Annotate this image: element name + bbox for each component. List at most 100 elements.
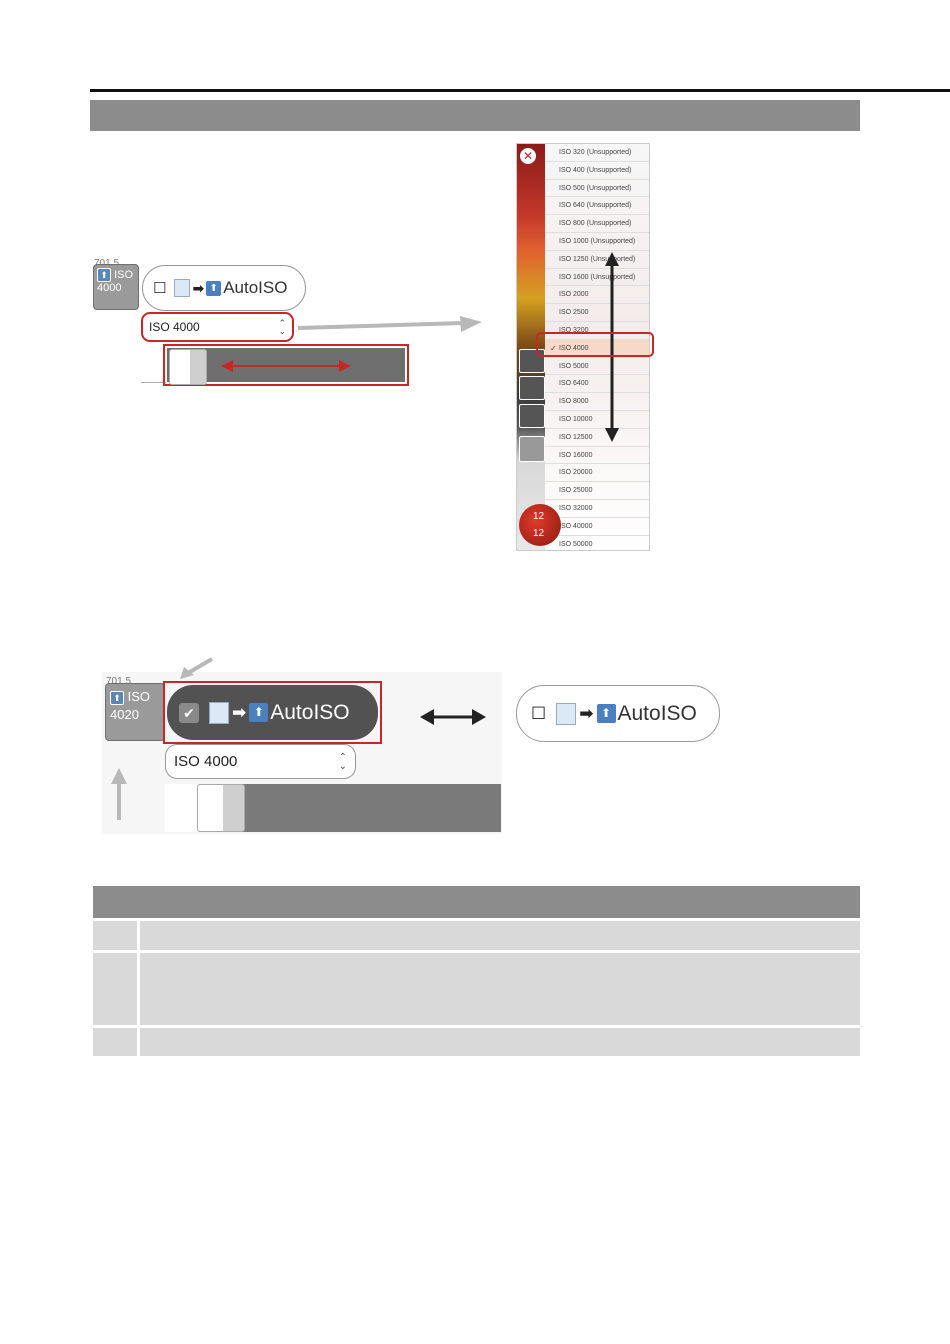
iso-select-value: ISO 4000 [174,753,238,770]
dropdown-option-label: ISO 2000 [559,291,589,299]
auto-iso-label: AutoISO [223,278,288,297]
table-cell [140,953,860,1025]
dropdown-option-label: ISO 6400 [559,380,589,388]
dropdown-option[interactable]: ISO 10000 [545,411,649,429]
pointer-arrow-gray [180,657,214,679]
double-arrow-red [221,360,351,372]
dropdown-option-label: ISO 50000 [559,540,593,548]
iso-tile-label: ISO [127,689,151,704]
slider-knob[interactable] [169,349,207,385]
dropdown-option-label: ISO 800 (Unsupported) [559,220,632,228]
dropdown-option-label: ISO 1000 (Unsupported) [559,238,636,245]
dropdown-option-label: ISO 3200 [559,327,589,334]
close-icon[interactable]: ✕ [520,148,536,164]
dropdown-option-label: ISO 16000 [559,451,593,459]
auto-iso-toggle-on[interactable]: ✔ ➡ ⬆ AutoISO [167,685,378,740]
dropdown-option-label: ISO 1250 (Unsupported) [559,255,636,263]
tile-small-text: 701 5 [94,258,119,269]
double-arrow-vertical [605,252,619,442]
shutter-button[interactable]: 12 12 [519,504,561,546]
dropdown-option[interactable]: ISO 16000 [545,447,649,465]
dropdown-option[interactable]: ISO 400 (Unsupported) [545,162,649,180]
auto-up-icon: ⬆ [596,704,616,723]
tile-small-text: 701 5 [106,676,132,687]
dropdown-option[interactable]: ISO 2000 [545,286,649,305]
dropdown-option[interactable]: ISO 12500 [545,429,649,447]
dropdown-option[interactable]: ISO 6400 [545,375,649,394]
auto-up-icon: ⬆ [206,280,222,296]
dropdown-option[interactable]: ISO 5000 [545,358,649,376]
auto-iso-toggle[interactable]: ☐ ➡ ⬆ AutoISO [142,265,306,311]
dropdown-option-label: ISO 40000 [559,522,593,530]
chevron-updown-icon: ⌃⌄ [278,318,286,336]
iso-dropdown-list: ISO 320 (Unsupported) ISO 400 (Unsupporte… [545,144,649,550]
dropdown-option-label: ISO 8000 [559,398,589,406]
dropdown-option[interactable]: ISO 800 (Unsupported) [545,215,649,233]
double-arrow-black [420,709,486,725]
iso-tile[interactable]: ⬆ ISO 4000 [93,264,139,310]
iso-tile-label: ISO [114,268,134,281]
dropdown-option[interactable]: ISO 640 (Unsupported) [545,197,649,216]
table-cell [93,921,137,950]
dropdown-option[interactable]: ISO 1000 (Unsupported) [545,233,649,251]
dropdown-option-label: ISO 4000 [559,344,589,352]
arrow-right-icon: ➡ [579,703,594,723]
dropdown-option[interactable]: ✓ISO 4000 [545,339,649,358]
table-cell [140,921,860,950]
exposure-slider[interactable] [165,784,501,832]
section-header-bar [90,100,860,131]
table-header [93,886,860,918]
dropdown-option[interactable]: ISO 320 (Unsupported) [545,144,649,162]
table-cell [93,953,137,1025]
iso-up-icon: ⬆ [97,268,111,282]
table-cell [140,1028,860,1056]
iso-tile[interactable]: ⬆ ISO 4020 [105,683,165,741]
dropdown-option[interactable]: ISO 40000 [545,518,649,536]
dropdown-option[interactable]: ISO 25000 [545,482,649,500]
slider-track [167,348,405,385]
dropdown-option[interactable]: ISO 20000 [545,464,649,483]
dropdown-option[interactable]: ISO 500 (Unsupported) [545,180,649,198]
thumb-icon [519,436,545,462]
dropdown-option-label: ISO 10000 [559,416,593,423]
auto-iso-label-off: AutoISO [617,701,697,725]
dropdown-option[interactable]: ISO 8000 [545,393,649,411]
arrow-right-icon: ➡ [232,702,247,722]
auto-iso-toggle-off[interactable]: ☐ ➡ ⬆ AutoISO [516,685,720,742]
exposure-curve-icon [556,702,577,725]
checkbox-checked-icon[interactable]: ✔ [179,702,199,723]
slider-left-fill [165,784,199,832]
checkbox-unchecked-icon[interactable]: ☐ [153,280,167,297]
dropdown-option[interactable]: ISO 32000 [545,500,649,518]
iso-select[interactable]: ISO 4000 ⌃⌄ [141,312,294,342]
exposure-curve-icon [174,279,191,297]
dropdown-option[interactable]: ISO 2500 [545,304,649,322]
dropdown-option-label: ISO 1600 (Unsupported) [559,273,636,281]
dropdown-option-label: ISO 12500 [559,433,593,441]
auto-up-icon: ⬆ [249,703,269,722]
iso-select[interactable]: ISO 4000 ⌃⌄ [165,744,356,779]
selected-option-highlight [536,332,654,357]
checkbox-unchecked-icon[interactable]: ☐ [531,703,547,723]
dropdown-option[interactable]: ISO 1250 (Unsupported) [545,251,649,269]
exposure-curve-icon [209,701,229,724]
slider-knob[interactable] [197,784,245,832]
dropdown-option[interactable]: ISO 3200 [545,322,649,340]
dropdown-option-label: ISO 640 (Unsupported) [559,202,632,210]
dropdown-option-label: ISO 500 (Unsupported) [559,184,632,192]
dropdown-option[interactable]: ISO 50000 [545,536,649,550]
chevron-updown-icon: ⌃⌄ [338,751,347,772]
exposure-slider[interactable] [163,344,409,386]
ball-top-text: 12 [533,511,545,522]
slider-baseline [141,382,166,383]
thumb-icon [519,404,545,428]
auto-iso-on-highlight: ✔ ➡ ⬆ AutoISO [163,681,382,744]
dropdown-option-label: ISO 320 (Unsupported) [559,149,632,156]
ball-bottom-text: 12 [533,528,545,539]
dropdown-option[interactable]: ISO 1600 (Unsupported) [545,269,649,287]
table-cell [93,1028,137,1056]
arrow-right-icon: ➡ [192,279,205,296]
iso-dropdown-screenshot: ISO 320 (Unsupported) ISO 400 (Unsupporte… [516,143,650,551]
dropdown-option-label: ISO 25000 [559,487,593,495]
auto-iso-label-on: AutoISO [270,700,350,724]
